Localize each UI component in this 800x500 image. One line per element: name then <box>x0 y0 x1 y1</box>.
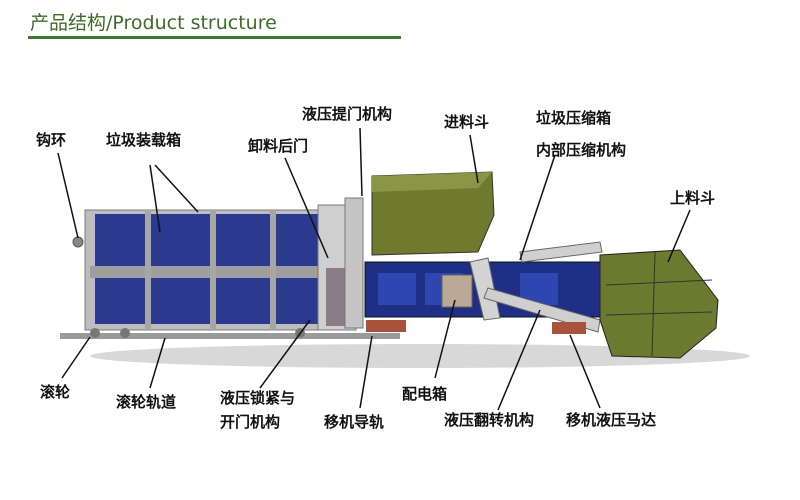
label-rear-door: 卸料后门 <box>248 137 309 155</box>
label-compress-box: 垃圾压缩箱 <box>536 109 612 127</box>
label-hook-ring: 钩环 <box>36 131 67 149</box>
label-flip: 液压翻转机构 <box>444 411 535 429</box>
label-lock-open-1: 液压锁紧与 <box>220 389 296 407</box>
garbage-loading-box <box>84 209 331 331</box>
label-door-lift: 液压提门机构 <box>302 105 393 123</box>
label-dist-box: 配电箱 <box>402 385 448 403</box>
leader-lines <box>57 127 691 411</box>
label-loading-box: 垃圾装载箱 <box>106 131 182 149</box>
label-hopper: 进料斗 <box>444 113 490 131</box>
label-upper-bucket: 上料斗 <box>670 189 716 207</box>
ground-shadow <box>90 344 750 368</box>
upper-loading-bucket <box>599 249 719 359</box>
rear-door <box>317 197 364 331</box>
hydraulic-flip-arm <box>469 241 603 333</box>
title-underline <box>28 36 401 39</box>
label-lock-open-2: 开门机构 <box>220 413 281 431</box>
label-roller-track: 滚轮轨道 <box>116 393 177 411</box>
feed-hopper <box>371 171 495 256</box>
label-move-motor: 移机液压马达 <box>566 411 657 429</box>
roller-track <box>60 333 400 339</box>
label-roller: 滚轮 <box>40 383 71 401</box>
hook-ring <box>72 236 84 248</box>
page-title: 产品结构/Product structure <box>30 12 277 34</box>
distribution-box <box>441 274 473 308</box>
label-move-rail: 移机导轨 <box>324 413 385 431</box>
label-inner-compress: 内部压缩机构 <box>536 141 627 159</box>
moving-hydraulic-motors <box>366 320 586 334</box>
